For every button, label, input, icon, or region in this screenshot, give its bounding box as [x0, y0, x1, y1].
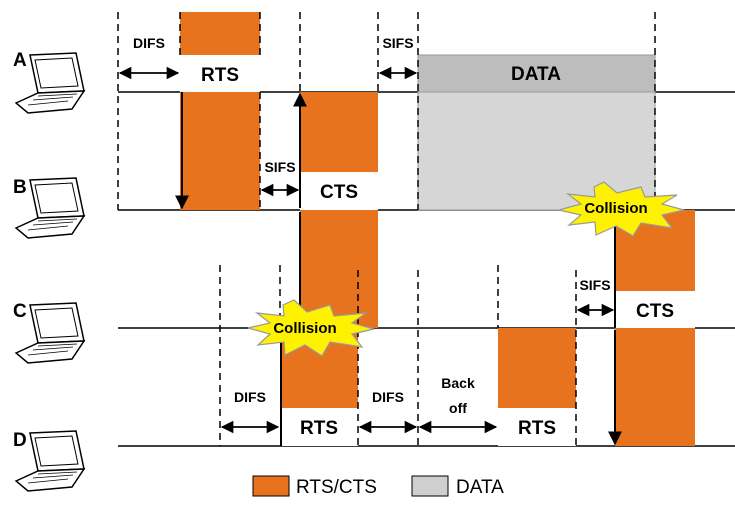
laptop-icon [14, 430, 86, 492]
collision-b-label: Collision [584, 200, 647, 217]
rts-d1-label: RTS [300, 418, 338, 439]
rts-d2-label-box [498, 408, 576, 446]
data-frame-label: DATA [511, 64, 561, 85]
legend-rts-cts-swatch [252, 475, 290, 497]
laptop-icon [14, 302, 86, 364]
collision-c-label: Collision [273, 320, 336, 337]
station-a-label: A [13, 50, 27, 71]
data-frame-body [417, 91, 656, 211]
data-frame-header [417, 54, 656, 93]
cts-b-label: CTS [320, 182, 358, 203]
cts-c-label-box [615, 291, 695, 328]
legend: RTS/CTS DATA [252, 475, 504, 498]
legend-data-swatch [411, 475, 449, 497]
station-c-label: C [13, 301, 27, 322]
difs-a-label: DIFS [133, 35, 165, 51]
sifs-c-label: SIFS [579, 277, 610, 293]
station-b-label: B [13, 177, 27, 198]
rts-d1-label-box [280, 408, 358, 446]
difs-d1-label: DIFS [234, 389, 266, 405]
collision-burst-b: Collision [558, 181, 685, 237]
collision-burst-c: Collision [247, 299, 375, 357]
laptop-icon [14, 177, 86, 239]
rts-d2-label: RTS [518, 418, 556, 439]
sifs-b-label: SIFS [264, 159, 295, 175]
legend-rts-cts-label: RTS/CTS [296, 477, 377, 498]
station-d-label: D [13, 430, 27, 451]
rts-a-label-box [180, 55, 260, 92]
dashed-markers [117, 12, 656, 446]
rts-a-label: RTS [201, 65, 239, 86]
interval-arrows [118, 66, 615, 434]
cts-c-label: CTS [636, 301, 674, 322]
cts-b-label-box [300, 172, 378, 210]
legend-data-label: DATA [456, 477, 504, 498]
rts-a-block [180, 12, 260, 210]
backoff-label-line1: Back [441, 375, 475, 391]
sifs-a-label: SIFS [382, 35, 413, 51]
laptop-icon [14, 52, 86, 114]
backoff-label-line2: off [449, 400, 467, 416]
difs-d2-label: DIFS [372, 389, 404, 405]
